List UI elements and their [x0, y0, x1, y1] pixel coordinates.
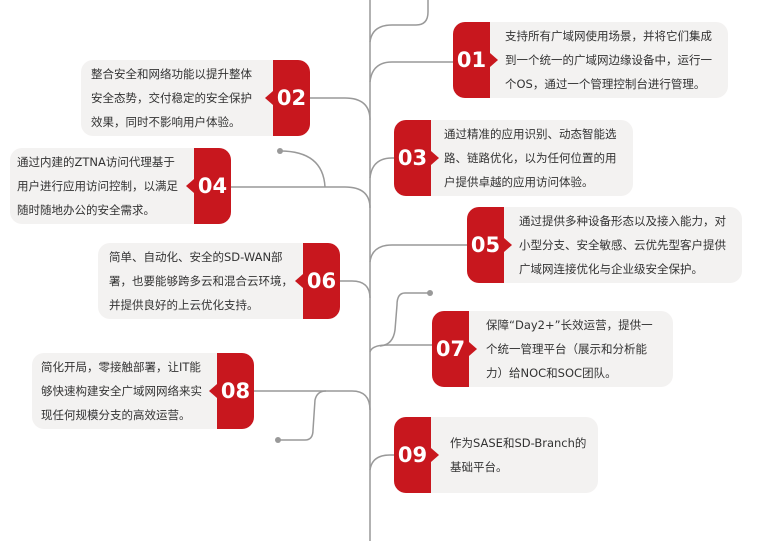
card-body: [32, 353, 232, 429]
number: 06: [306, 269, 337, 293]
number: 01: [456, 48, 487, 72]
feature-text: 整合安全和网络功能以提升整体安全态势，交付稳定的安全保护效果，同时不影响用户体验…: [91, 67, 252, 129]
connector-01: [369, 61, 453, 83]
number-badge: 05: [467, 207, 512, 283]
card-body: [452, 311, 673, 387]
number: 05: [470, 233, 501, 257]
number-badge: 09: [394, 417, 439, 493]
feature-text: 通过提供多种设备形态以及接入能力，对小型分支、安全敏感、云优先型客户提供广域网连…: [519, 214, 726, 276]
arrow-icon: [504, 238, 512, 252]
feature-card-09: 09 作为SASE和SD-Branch的基础平台。: [394, 417, 598, 493]
number: 09: [397, 443, 428, 467]
card-body: [414, 417, 598, 493]
feature-card-01: 01 支持所有广域网使用场景，并将它们集成到一个统一的广域网边缘设备中，运行一个…: [453, 22, 728, 98]
number: 07: [435, 337, 466, 361]
connector-02: [310, 97, 371, 121]
feature-text: 简化开局，零接触部署，让IT能够快速构建安全广域网网络来实现任何规模分支的高效运…: [41, 360, 202, 422]
number-badge: 08: [209, 353, 254, 429]
number-badge: 07: [432, 311, 477, 387]
arrow-icon: [186, 179, 194, 193]
card-body: [414, 120, 633, 196]
feature-text: 支持所有广域网使用场景，并将它们集成到一个统一的广域网边缘设备中，运行一个OS，…: [505, 29, 712, 91]
feature-text: 通过内建的ZTNA访问代理基于用户进行应用访问控制，以满足随时随地办公的安全需求…: [17, 155, 178, 217]
feature-card-04: 04 通过内建的ZTNA访问代理基于用户进行应用访问控制，以满足随时随地办公的安…: [10, 148, 231, 224]
connector-07: [369, 344, 432, 353]
feature-card-03: 03 通过精准的应用识别、动态智能选路、链路优化，以为任何位置的用户提供卓越的应…: [394, 120, 633, 196]
feature-text: 通过精准的应用识别、动态智能选路、链路优化，以为任何位置的用户提供卓越的应用访问…: [444, 127, 617, 189]
connector-08: [254, 390, 371, 411]
card-body: [487, 207, 742, 283]
connector-08-branch: [278, 390, 327, 441]
arrow-icon: [265, 91, 273, 105]
number: 04: [197, 174, 228, 198]
arrow-icon: [431, 448, 439, 462]
feature-card-06: 06 简单、自动化、安全的SD-WAN部署，也要能够跨多云和混合云环境，并提供良…: [98, 243, 340, 319]
branch-dot: [275, 437, 281, 443]
feature-card-08: 08 简化开局，零接触部署，让IT能够快速构建安全广域网网络来实现任何规模分支的…: [32, 353, 254, 429]
arrow-icon: [431, 151, 439, 165]
branch-dot: [277, 148, 283, 154]
arrow-icon: [209, 384, 217, 398]
connector-04: [231, 186, 371, 209]
arrow-icon: [490, 53, 498, 67]
feature-card-07: 07 保障“Day2+”长效运营，提供一个统一管理平台（展示和分析能力）给NOC…: [432, 311, 673, 387]
feature-card-05: 05 通过提供多种设备形态以及接入能力，对小型分支、安全敏感、云优先型客户提供广…: [467, 207, 742, 283]
arrow-icon: [295, 274, 303, 288]
connector-09: [369, 454, 394, 471]
number-badge: 01: [453, 22, 498, 98]
number: 08: [220, 379, 251, 403]
feature-text: 简单、自动化、安全的SD-WAN部署，也要能够跨多云和混合云环境，并提供良好的上…: [109, 250, 293, 312]
number-badge: 03: [394, 120, 439, 196]
feature-card-02: 02 整合安全和网络功能以提升整体安全态势，交付稳定的安全保护效果，同时不影响用…: [81, 60, 310, 136]
number: 02: [276, 86, 307, 110]
connector-07-branch: [379, 292, 430, 347]
number-badge: 02: [265, 60, 310, 136]
feature-text: 作为SASE和SD-Branch的基础平台。: [450, 436, 587, 474]
connector-03: [369, 157, 394, 179]
card-body: [10, 148, 210, 224]
connector-05: [369, 244, 467, 263]
arrow-icon: [469, 342, 477, 356]
connector-top: [369, 0, 429, 43]
card-body: [81, 60, 291, 136]
connector-04-branch: [279, 150, 326, 188]
branch-dot: [427, 290, 433, 296]
feature-text: 保障“Day2+”长效运营，提供一个统一管理平台（展示和分析能力）给NOC和SO…: [486, 318, 653, 380]
connector-06: [340, 280, 371, 299]
number-badge: 04: [186, 148, 231, 224]
card-body: [98, 243, 318, 319]
card-body: [473, 22, 728, 98]
number: 03: [397, 146, 428, 170]
number-badge: 06: [295, 243, 340, 319]
